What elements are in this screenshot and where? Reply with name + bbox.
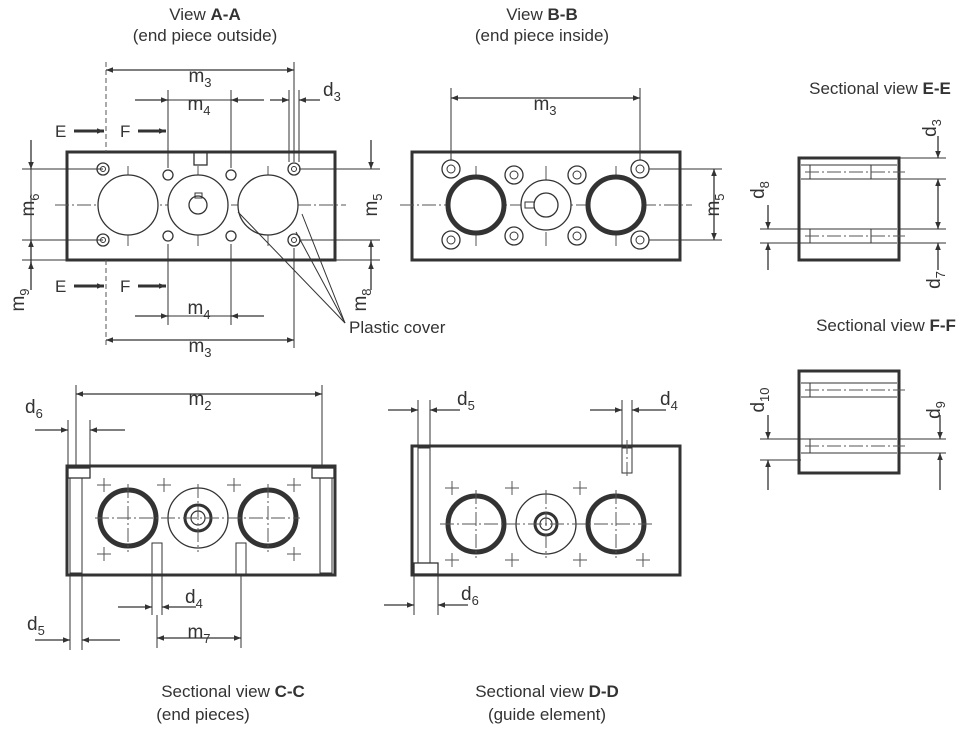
thread-hole-2 <box>235 542 247 576</box>
view-a-a-subtitle: (end piece outside) <box>133 26 278 45</box>
section-d-d: d5 d4 d6 Sectional view D-D (guide eleme… <box>384 389 682 724</box>
dim-m4-bottom-label: m4 <box>187 298 210 322</box>
bore-right <box>237 174 299 236</box>
bolt-bores-e <box>801 164 905 244</box>
dim-d3-label: d3 <box>323 80 341 104</box>
dim-m3-top-label: m3 <box>188 66 211 90</box>
bolt-bore <box>801 439 896 453</box>
dim-d3-ee-label: d3 <box>920 119 944 137</box>
section-f-f: Sectional view F-F d10 d9 <box>748 316 956 490</box>
bolt-hole-left <box>69 477 83 574</box>
section-d-d-body <box>410 444 682 577</box>
dim-m7-label: m7 <box>187 622 210 646</box>
view-a-a: View A-A (end piece outside) <box>8 5 446 360</box>
section-c-c-subtitle: (end pieces) <box>156 705 250 724</box>
bolt-head-right <box>311 467 335 479</box>
centerlines-dd <box>440 440 652 558</box>
key-slot <box>524 201 535 209</box>
view-a-a-title: View A-A <box>169 5 240 24</box>
cross-marks-cc <box>97 478 301 561</box>
dim-m3-bottom-label: m3 <box>188 336 211 360</box>
dim-m5-bb-label: m5 <box>703 193 727 216</box>
dim-d5-cc-label: d5 <box>27 614 45 638</box>
section-e-e: Sectional view E-E d3 d8 <box>748 79 951 289</box>
section-e-e-title: Sectional view E-E <box>809 79 951 98</box>
dim-m3-bb-label: m3 <box>533 94 556 118</box>
plastic-cover-tab <box>193 151 208 166</box>
tube-left <box>445 174 507 236</box>
thread-hole-1 <box>151 542 163 576</box>
section-e-e-body <box>797 156 901 262</box>
dim-d10-label: d10 <box>748 387 772 412</box>
dim-d7-label: d7 <box>924 271 948 289</box>
section-c-c-body <box>65 464 337 577</box>
dim-d6-cc-label: d6 <box>25 397 43 421</box>
section-marker-e-bottom: E <box>55 277 66 296</box>
section-d-d-title: Sectional view D-D <box>475 682 619 701</box>
view-b-b: View B-B (end piece inside) m3 m5 <box>400 5 727 262</box>
dim-m6-label: m6 <box>18 193 42 216</box>
section-f-f-body <box>797 369 901 475</box>
dim-d4-cc-label: d4 <box>185 587 203 611</box>
dim-m8-label: m8 <box>350 288 374 311</box>
guide-bolt-head <box>413 562 439 575</box>
counterbored-holes <box>441 159 650 250</box>
dim-m5-label: m5 <box>361 193 385 216</box>
dim-m2-label: m2 <box>188 389 211 413</box>
small-holes <box>96 162 301 247</box>
section-f-f-title: Sectional view F-F <box>816 316 956 335</box>
leader-plastic-cover-1 <box>237 211 346 324</box>
bolt-head-left <box>67 467 91 479</box>
bolt-bore <box>801 383 896 397</box>
bolt-bore <box>801 165 896 179</box>
leader-plastic-cover-3 <box>301 213 346 324</box>
section-d-d-subtitle: (guide element) <box>488 705 606 724</box>
dim-d4-dd-label: d4 <box>660 389 678 413</box>
leader-plastic-cover-2 <box>295 231 346 324</box>
dim-d9-label: d9 <box>924 401 948 419</box>
center-hole <box>533 192 559 218</box>
bolt-hole-right <box>319 477 333 574</box>
dim-d6-dd-label: d6 <box>461 584 479 608</box>
section-c-c-title: Sectional view C-C <box>161 682 305 701</box>
bolt-bores-f <box>801 382 905 454</box>
section-marker-e-top: E <box>55 122 66 141</box>
tube-right <box>585 174 647 236</box>
dim-m9-label: m9 <box>8 288 32 311</box>
dim-d5-dd-label: d5 <box>457 389 475 413</box>
plastic-cover-label: Plastic cover <box>349 318 446 337</box>
bore-left <box>97 174 159 236</box>
guide-bore <box>417 447 431 564</box>
cross-marks-dd <box>445 481 650 567</box>
bolt-bore <box>801 229 896 243</box>
center-hole <box>188 195 208 215</box>
centerlines-cc <box>95 484 300 552</box>
section-c-c: m2 d6 d4 d5 m7 Sectional view C-C (end p… <box>25 385 337 724</box>
key-slot <box>194 192 203 199</box>
dim-m4-top-label: m4 <box>187 94 210 118</box>
view-b-b-subtitle: (end piece inside) <box>475 26 609 45</box>
section-marker-f-top: F <box>120 122 130 141</box>
view-b-b-title: View B-B <box>506 5 577 24</box>
section-marker-f-bottom: F <box>120 277 130 296</box>
end-piece-inside-outline <box>410 150 682 262</box>
dim-d8-label: d8 <box>748 181 772 199</box>
